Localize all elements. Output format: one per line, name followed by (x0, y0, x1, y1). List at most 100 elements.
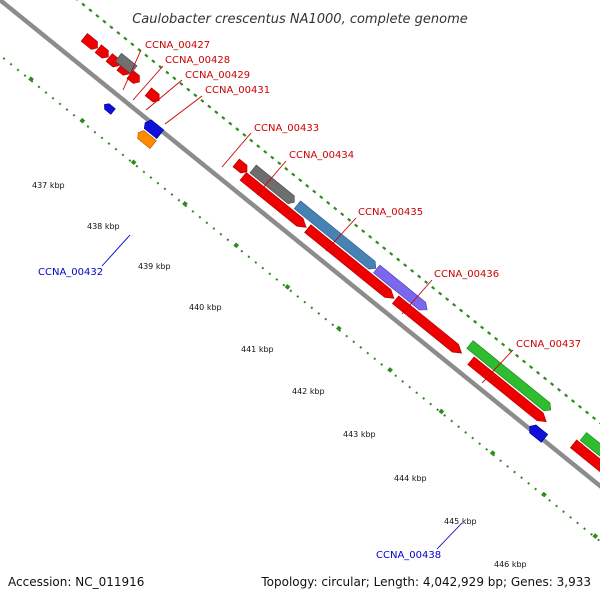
label-pointer (221, 132, 252, 168)
tick-dot (527, 481, 531, 485)
tick-dot (473, 319, 478, 324)
major-tick (438, 408, 445, 415)
tick-label-446: 446 kbp (494, 560, 527, 569)
gene-label-ccna-00428: CCNA_00428 (165, 55, 230, 66)
tick-label-444: 444 kbp (394, 474, 427, 483)
tick-dot (466, 314, 471, 319)
tick-dot (389, 251, 394, 256)
tick-dot (9, 62, 13, 66)
tick-dot (542, 376, 548, 381)
tick-dot (221, 115, 226, 120)
tick-dot (263, 149, 268, 154)
tick-dot (403, 263, 408, 268)
tick-dot (431, 285, 436, 290)
tick-dot (340, 212, 345, 217)
gene-label-ccna-00436: CCNA_00436 (434, 269, 499, 280)
tick-dot (380, 363, 384, 366)
tick-dot (549, 382, 555, 387)
tick-dot (361, 229, 366, 234)
tick-dot (452, 302, 457, 307)
tick-dot (513, 470, 517, 474)
tick-dot (114, 147, 118, 151)
tick-dot (597, 538, 600, 542)
tick-label-443: 443 kbp (343, 430, 376, 439)
tick-dot (261, 266, 265, 270)
tick-dot (494, 336, 499, 341)
label-pointer (101, 234, 131, 267)
tick-dot (74, 0, 79, 1)
tick-dot (296, 295, 300, 298)
tick-dot (345, 334, 349, 338)
label-pointer (401, 279, 433, 315)
major-tick (182, 201, 188, 207)
tick-dot (324, 317, 328, 321)
gene-arrow-ccna-00435 (391, 295, 463, 354)
tick-dot (240, 249, 244, 253)
label-pointer (122, 49, 142, 91)
tick-dot (165, 70, 170, 75)
tick-dot (429, 402, 433, 406)
kbp-tick-marks (28, 76, 599, 539)
tick-dot (205, 221, 209, 225)
tick-dot (375, 240, 380, 245)
tick-dot (450, 419, 454, 423)
tick-dot (417, 274, 422, 279)
tick-dot (88, 8, 93, 13)
tick-dot (291, 172, 296, 177)
tick-dot (65, 108, 69, 111)
tick-dot (214, 110, 219, 115)
tick-dot (81, 2, 86, 7)
tick-dot (445, 297, 450, 302)
tick-dot (534, 487, 537, 491)
tick-dot (570, 399, 576, 404)
tick-label-438: 438 kbp (87, 222, 120, 231)
major-tick (387, 367, 393, 373)
tick-dot (163, 187, 167, 191)
tick-dot (331, 323, 335, 327)
tick-dot (548, 498, 551, 502)
tick-dot (247, 255, 251, 259)
tick-dot (352, 340, 356, 344)
tick-dot (23, 74, 27, 77)
gene-arrow-ccna-00434 (304, 224, 395, 299)
tick-dot (424, 280, 429, 285)
tick-dot (457, 425, 461, 429)
tick-dot (394, 374, 398, 378)
genome-backbone (0, 0, 600, 569)
tick-dot (382, 246, 387, 251)
tick-dot (464, 430, 468, 434)
tick-dot (590, 532, 593, 536)
tick-dot (100, 136, 104, 140)
summary-text: Topology: circular; Length: 4,042,929 bp… (260, 575, 591, 589)
gene-arrow-ccna-00436 (467, 356, 547, 423)
tick-dot (277, 161, 282, 166)
tick-dot (319, 195, 324, 200)
tick-dot (562, 510, 565, 514)
tick-dot (436, 408, 440, 412)
tick-dot (16, 68, 20, 72)
tick-dot (254, 261, 258, 264)
tick-dot (354, 223, 359, 228)
tick-dot (478, 442, 482, 446)
major-tick (541, 491, 547, 498)
gene-label-ccna-00432: CCNA_00432 (38, 267, 103, 278)
tick-dot (44, 91, 48, 94)
tick-dot (506, 464, 510, 468)
gene-arrow-grey (114, 52, 138, 75)
tick-dot (219, 232, 223, 236)
tick-dot (298, 178, 303, 183)
tick-dot (226, 238, 230, 242)
tick-dot (563, 393, 569, 398)
tick-dot (200, 98, 205, 103)
tick-dot (333, 206, 338, 211)
tick-dot (422, 397, 426, 400)
gene-arrow-reverse (143, 119, 165, 140)
tick-dot (270, 155, 275, 160)
tick-label-437: 437 kbp (32, 181, 65, 190)
tick-dot (305, 183, 310, 188)
tick-dot (520, 476, 524, 480)
tick-dot (577, 404, 583, 409)
tick-dot (121, 153, 125, 157)
gene-arrow-ccna-00433 (239, 172, 307, 228)
tick-dot (555, 504, 558, 508)
